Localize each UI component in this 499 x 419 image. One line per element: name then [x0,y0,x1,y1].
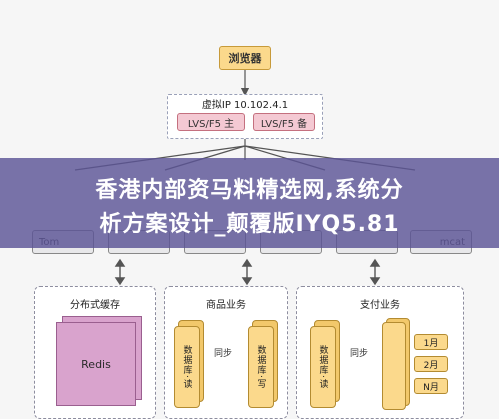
product-db-read: 数据库·读 [174,326,200,408]
payment-db-write [382,322,406,410]
product-group-title: 商品业务 [206,300,246,311]
product-sync-label: 同步 [214,349,233,359]
payment-month-n: N月 [414,378,448,394]
payment-month-2: 2月 [414,356,448,372]
redis-store: Redis [56,322,136,406]
banner-line-2: 析方案设计_颠覆版IYQ5.81 [99,212,400,237]
product-db-write: 数据库·写 [248,326,274,408]
vip-label: 虚拟IP 10.102.4.1 [201,100,289,111]
title-banner: 香港内部资马料精选网,系统分 析方案设计_颠覆版IYQ5.81 [0,158,499,248]
banner-line-1: 香港内部资马料精选网,系统分 [95,178,404,203]
lvs-backup-node: LVS/F5 备 [253,113,315,131]
payment-group-title: 支付业务 [360,300,400,311]
browser-node: 浏览器 [219,46,271,70]
payment-sync-label: 同步 [350,349,369,359]
payment-db-read: 数据库·读 [310,326,336,408]
payment-month-1: 1月 [414,334,448,350]
cache-group-title: 分布式缓存 [70,300,120,311]
lvs-primary-node: LVS/F5 主 [177,113,245,131]
